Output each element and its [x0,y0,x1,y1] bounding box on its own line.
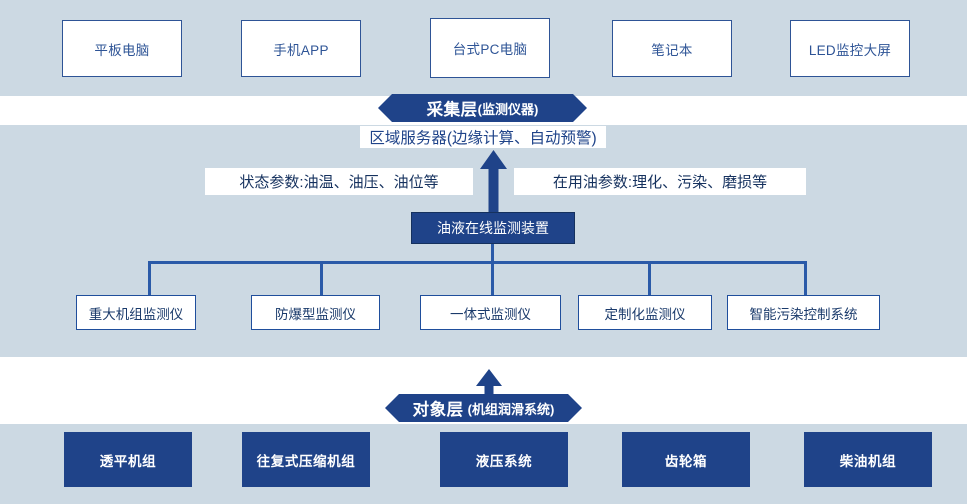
oil-online-monitoring-device-label: 油液在线监测装置 [437,220,549,236]
display-terminal-box-tablet[interactable]: 平板电脑 [62,20,182,77]
display-terminal-box-mobile-app[interactable]: 手机APP [241,20,361,77]
object-equipment-label: 液压系统 [475,453,533,469]
object-equipment-label: 齿轮箱 [664,453,708,469]
object-equipment-label: 柴油机组 [839,453,897,469]
tree-trunk-line [491,244,494,262]
instrument-label: 定制化监测仪 [604,306,686,322]
collection-layer-banner: 采集层(监测仪器) [378,94,587,122]
object-equipment-box-reciprocating-compressor[interactable]: 往复式压缩机组 [242,432,370,487]
arrow-up-icon-to-collection [476,369,502,403]
arrow-up-icon-to-server [480,150,507,214]
tree-branch-line-3 [491,261,494,295]
object-layer-banner: 对象层(机组润滑系统) [385,394,582,422]
tree-bus-line [148,261,807,264]
collection-layer-banner-title: 采集层 [426,101,478,119]
object-equipment-box-turbine-unit[interactable]: 透平机组 [64,432,192,487]
display-terminal-label: 台式PC电脑 [452,42,528,57]
in-service-oil-parameters-text: 在用油参数:理化、污染、磨损等 [552,174,768,191]
regional-server-text: 区域服务器(边缘计算、自动预警) [369,130,597,147]
tree-branch-line-2 [320,261,323,295]
display-terminal-label: 笔记本 [651,42,693,58]
instrument-label: 一体式监测仪 [450,306,531,322]
instrument-box-major-unit-monitor[interactable]: 重大机组监测仪 [76,295,196,330]
tree-branch-line-4 [648,261,651,295]
instrument-box-integrated-monitor[interactable]: 一体式监测仪 [420,295,561,330]
in-service-oil-parameters-label: 在用油参数:理化、污染、磨损等 [514,168,806,195]
regional-server-label: 区域服务器(边缘计算、自动预警) [360,126,606,148]
display-terminal-label: 平板电脑 [94,42,150,58]
display-terminal-label: 手机APP [273,42,329,58]
tree-branch-line-1 [148,261,151,295]
status-parameters-text: 状态参数:油温、油压、油位等 [239,174,439,191]
display-terminal-box-desktop-pc[interactable]: 台式PC电脑 [430,18,550,78]
object-equipment-label: 透平机组 [99,453,157,469]
instrument-label: 智能污染控制系统 [749,306,858,322]
object-layer-banner-title: 对象层 [412,401,464,419]
instrument-box-explosion-proof-monitor[interactable]: 防爆型监测仪 [251,295,380,330]
status-parameters-label: 状态参数:油温、油压、油位等 [205,168,473,195]
instrument-box-customized-monitor[interactable]: 定制化监测仪 [578,295,712,330]
display-terminal-label: LED监控大屏 [808,42,892,58]
collection-layer-banner-subtitle: (监测仪器) [477,101,539,117]
display-terminal-box-laptop[interactable]: 笔记本 [612,20,732,77]
object-layer-banner-subtitle: (机组润滑系统) [467,401,555,417]
instrument-label: 重大机组监测仪 [88,306,184,322]
tree-branch-line-5 [804,261,807,295]
instrument-box-smart-contamination-control[interactable]: 智能污染控制系统 [727,295,880,330]
display-terminal-box-led-screen[interactable]: LED监控大屏 [790,20,910,77]
instrument-label: 防爆型监测仪 [275,306,356,322]
object-equipment-box-gearbox[interactable]: 齿轮箱 [622,432,750,487]
object-equipment-box-hydraulic-system[interactable]: 液压系统 [440,432,568,487]
object-equipment-box-diesel-unit[interactable]: 柴油机组 [804,432,932,487]
oil-online-monitoring-device-box[interactable]: 油液在线监测装置 [411,212,575,244]
object-equipment-label: 往复式压缩机组 [256,453,356,469]
